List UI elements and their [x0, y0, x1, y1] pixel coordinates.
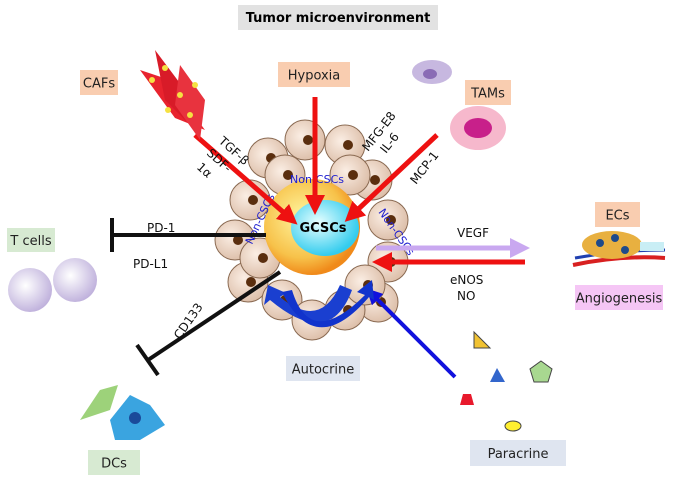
paracrine-arrow: [366, 288, 457, 379]
pd1-label: PD-1: [147, 221, 175, 235]
ecs-box: ECs: [595, 202, 640, 227]
t-cell-1: [8, 268, 52, 312]
cell-nucleus: [303, 135, 313, 145]
autocrine-arrow-left: [264, 285, 352, 323]
tam-arrow: [344, 133, 439, 222]
cd133-tee: [135, 343, 160, 377]
autocrine-box-bg: [286, 356, 360, 381]
angiogenesis-label: Angiogenesis: [576, 292, 663, 307]
ecs-label: ECs: [605, 209, 629, 224]
cd133-label: CD133: [171, 300, 206, 341]
cell-nucleus: [283, 170, 293, 180]
cell-nucleus: [343, 140, 353, 150]
cell-nucleus: [348, 170, 358, 180]
title-box: Tumor microenvironment: [238, 5, 438, 30]
hypoxia-box-bg: [278, 62, 350, 87]
cell-nucleus: [246, 277, 256, 287]
dcs-box-bg: [88, 450, 140, 475]
cell-nucleus: [258, 253, 268, 263]
tcells-box-bg: [7, 228, 55, 252]
vegf-label: VEGF: [457, 226, 489, 240]
dcs-box: DCs: [88, 450, 140, 475]
cell-cluster: [214, 119, 409, 341]
tcells-label: T cells: [9, 234, 51, 249]
autocrine-label: Autocrine: [292, 363, 355, 378]
angiogenesis-box-bg: [575, 285, 663, 310]
tams-label: TAMs: [470, 87, 505, 102]
ec-vessel-illustration: [572, 231, 666, 267]
cell-nucleus: [248, 195, 258, 205]
angiogenesis-box: Angiogenesis: [575, 285, 663, 310]
caf-cells-illustration: [140, 50, 205, 140]
paracrine-box-bg: [470, 440, 566, 466]
paracrine-shapes: [460, 330, 553, 432]
no-label: NO: [457, 289, 475, 303]
cd133-inhibit-line: [146, 270, 282, 362]
autocrine-box: Autocrine: [286, 356, 360, 381]
pdl1-label: PD-L1: [133, 257, 168, 271]
dcs-label: DCs: [101, 457, 127, 472]
tams-box-bg: [465, 80, 511, 105]
tam-cells-illustration: [412, 60, 506, 150]
ecs-box-bg: [595, 202, 640, 227]
title-text: Tumor microenvironment: [246, 11, 431, 26]
paracrine-label: Paracrine: [488, 447, 549, 462]
paracrine-box: Paracrine: [470, 440, 566, 466]
center-label: GCSCs: [299, 221, 346, 236]
cafs-label: CAFs: [83, 77, 115, 92]
t-cell-2: [53, 258, 97, 302]
mcp-label: MCP-1: [407, 149, 441, 187]
dc-cells-illustration: [80, 385, 165, 440]
tams-box: TAMs: [465, 80, 511, 105]
autocrine-arrow-right: [282, 280, 374, 328]
cell-nucleus: [233, 235, 243, 245]
hypoxia-box: Hypoxia: [278, 62, 350, 87]
cell-nucleus: [386, 215, 396, 225]
cell-nucleus: [370, 175, 380, 185]
caf-arrow: [193, 133, 298, 225]
tcells-box: T cells: [7, 228, 55, 252]
cafs-box: CAFs: [80, 70, 118, 95]
enos-label: eNOS: [450, 273, 483, 287]
cafs-box-bg: [80, 70, 118, 95]
hypoxia-label: Hypoxia: [288, 69, 341, 84]
